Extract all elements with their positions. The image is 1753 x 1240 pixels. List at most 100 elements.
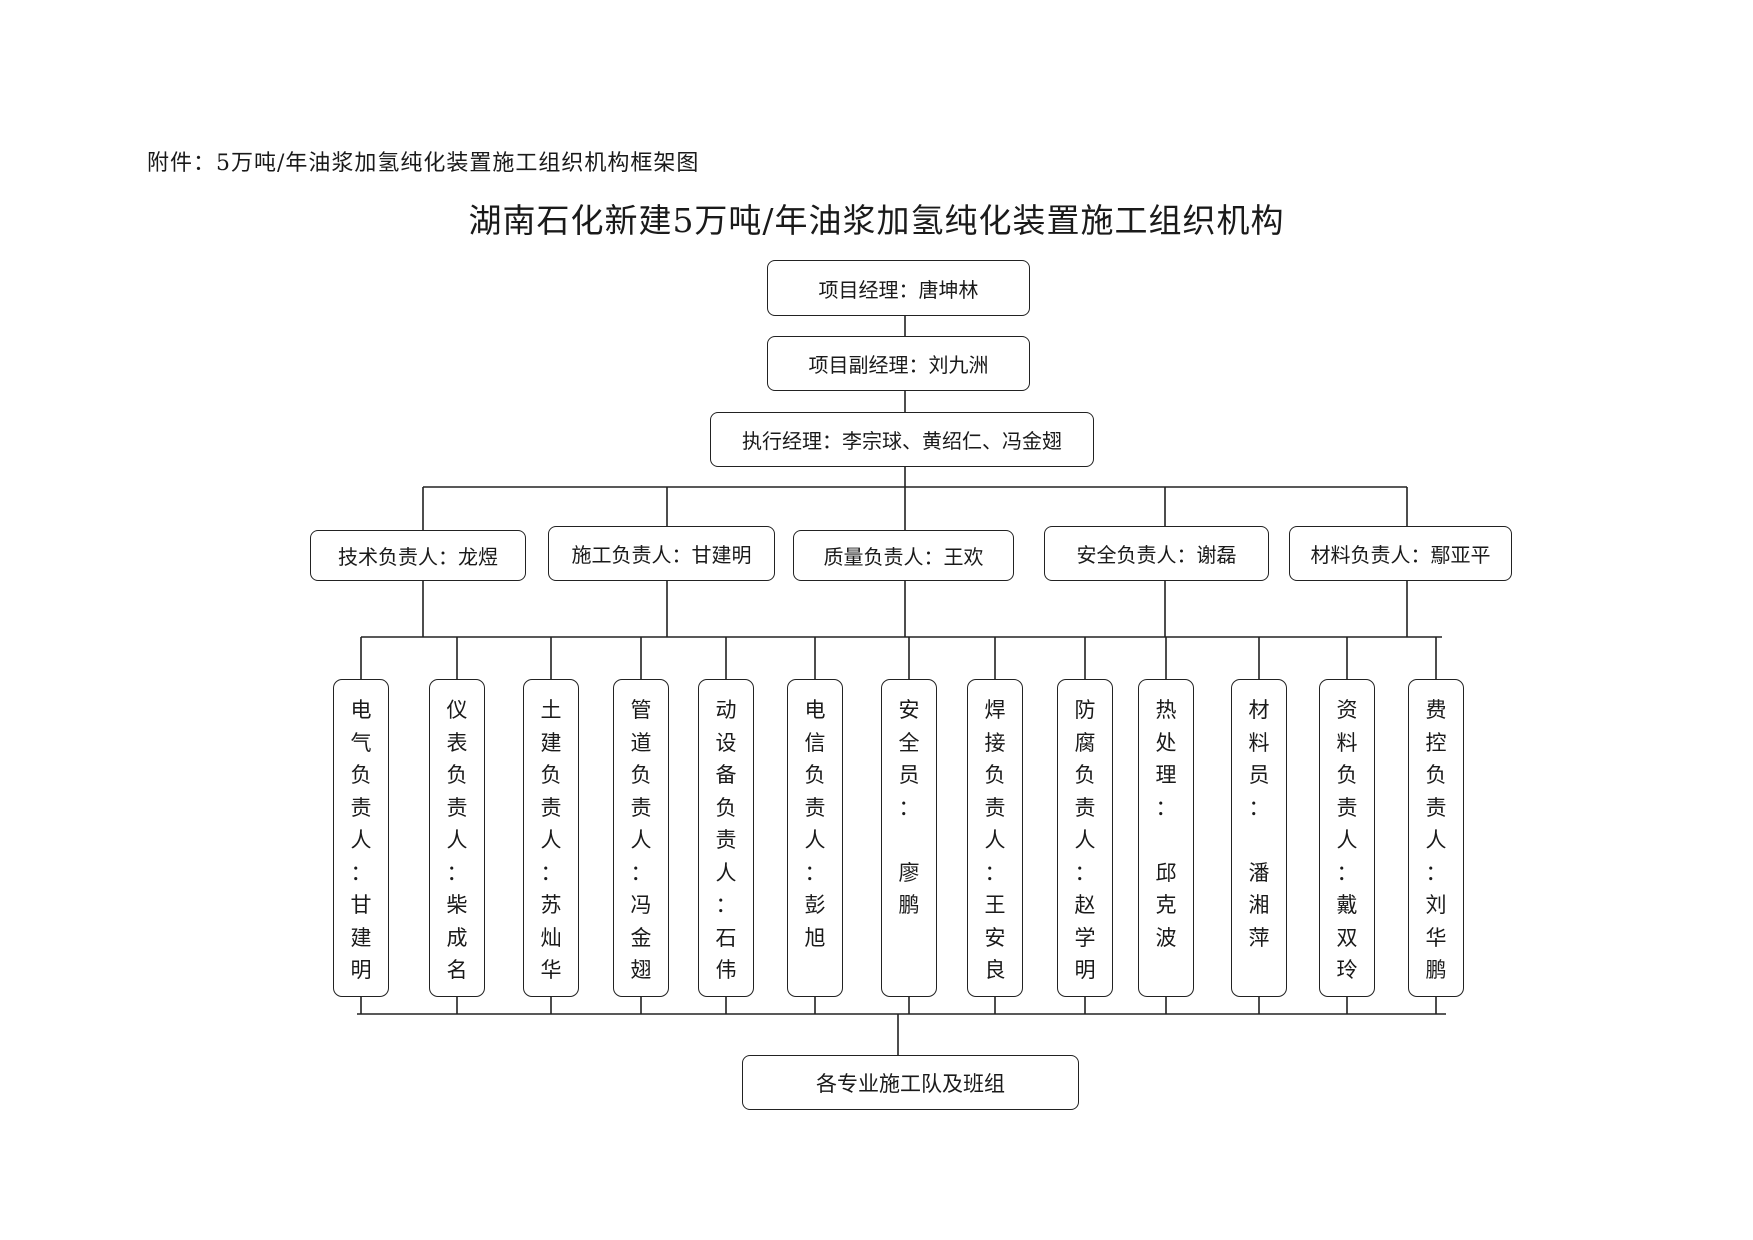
staff-char: 责 bbox=[350, 795, 372, 820]
staff-char: 表 bbox=[446, 730, 468, 755]
staff-char: 克 bbox=[1155, 893, 1177, 917]
staff-char: 柴 bbox=[446, 893, 468, 917]
staff-char: ： bbox=[350, 860, 372, 885]
staff-char: 赵 bbox=[1074, 893, 1096, 917]
staff-char: 负 bbox=[1336, 763, 1358, 787]
staff-char: 负 bbox=[630, 763, 652, 787]
staff-char: 员 bbox=[1248, 763, 1270, 787]
staff-char: 人 bbox=[446, 828, 468, 852]
staff-char: 刘 bbox=[1425, 893, 1447, 917]
staff-char: 负 bbox=[1074, 763, 1096, 787]
staff-char: 人 bbox=[984, 828, 1006, 852]
staff-char: 灿 bbox=[540, 925, 562, 950]
staff-char: 责 bbox=[984, 795, 1006, 820]
staff-box-safety-officer: 安全员：廖鹏 bbox=[881, 679, 937, 997]
construction-teams-box: 各专业施工队及班组 bbox=[742, 1055, 1079, 1110]
staff-char: 腐 bbox=[1074, 730, 1096, 755]
staff-char: 员 bbox=[898, 763, 920, 787]
staff-char: 华 bbox=[540, 958, 562, 982]
staff-box-documents: 资料负责人：戴双玲 bbox=[1319, 679, 1375, 997]
staff-char: ： bbox=[984, 860, 1006, 885]
staff-char: 波 bbox=[1155, 925, 1177, 950]
staff-char: 资 bbox=[1336, 698, 1358, 722]
staff-char: 控 bbox=[1425, 730, 1447, 755]
staff-char: 潘 bbox=[1248, 860, 1270, 885]
staff-char: 材 bbox=[1248, 698, 1270, 722]
staff-char: 备 bbox=[715, 763, 737, 787]
staff-char: 电 bbox=[350, 698, 372, 722]
staff-char: 湘 bbox=[1248, 893, 1270, 917]
staff-char: 甘 bbox=[350, 893, 372, 917]
staff-char: 责 bbox=[446, 795, 468, 820]
staff-char: 动 bbox=[715, 698, 737, 722]
staff-char: ： bbox=[1425, 860, 1447, 885]
staff-char: ： bbox=[540, 860, 562, 885]
staff-char: ： bbox=[898, 795, 920, 820]
staff-box-rotating-equipment: 动设备负责人：石伟 bbox=[698, 679, 754, 997]
staff-char: 名 bbox=[446, 958, 468, 982]
staff-char: 焊 bbox=[984, 698, 1006, 722]
staff-char: 土 bbox=[540, 698, 562, 722]
staff-char: 廖 bbox=[898, 860, 920, 885]
staff-char: 责 bbox=[540, 795, 562, 820]
staff-char: 明 bbox=[1074, 958, 1096, 982]
staff-char: 责 bbox=[804, 795, 826, 820]
staff-char: 全 bbox=[898, 730, 920, 755]
staff-char: ： bbox=[804, 860, 826, 885]
staff-char: 华 bbox=[1425, 925, 1447, 950]
staff-char: 仪 bbox=[446, 698, 468, 722]
staff-char: 鹏 bbox=[898, 893, 920, 917]
staff-char: 人 bbox=[630, 828, 652, 852]
staff-char: ： bbox=[715, 893, 737, 917]
material-lead-box: 材料负责人：鄢亚平 bbox=[1289, 526, 1512, 581]
staff-char: 建 bbox=[540, 730, 562, 755]
staff-char: ： bbox=[630, 860, 652, 885]
staff-char: 旭 bbox=[804, 925, 826, 950]
project-manager-box: 项目经理：唐坤林 bbox=[767, 260, 1030, 316]
staff-char: 彭 bbox=[804, 893, 826, 917]
staff-char: 接 bbox=[984, 730, 1006, 755]
staff-char: 信 bbox=[804, 730, 826, 755]
staff-box-telecom: 电信负责人：彭旭 bbox=[787, 679, 843, 997]
staff-char: 邱 bbox=[1155, 860, 1177, 885]
staff-char: 设 bbox=[715, 730, 737, 755]
staff-char: 负 bbox=[540, 763, 562, 787]
staff-char: 成 bbox=[446, 925, 468, 950]
staff-char: 负 bbox=[804, 763, 826, 787]
staff-char: ： bbox=[1074, 860, 1096, 885]
staff-char: 冯 bbox=[630, 893, 652, 917]
chart-title: 湖南石化新建5万吨/年油浆加氢纯化装置施工组织机构 bbox=[468, 201, 1285, 240]
staff-box-electrical: 电气负责人：甘建明 bbox=[333, 679, 389, 997]
staff-box-material-clerk: 材料员：潘湘萍 bbox=[1231, 679, 1287, 997]
staff-char: 电 bbox=[804, 698, 826, 722]
staff-char: 人 bbox=[350, 828, 372, 852]
staff-char: 责 bbox=[1425, 795, 1447, 820]
staff-char: ： bbox=[1155, 795, 1177, 820]
staff-char: 安 bbox=[984, 925, 1006, 950]
staff-char: 双 bbox=[1336, 925, 1358, 950]
staff-char: 料 bbox=[1248, 730, 1270, 755]
staff-char: 人 bbox=[1425, 828, 1447, 852]
staff-char: 明 bbox=[350, 958, 372, 982]
staff-char: 负 bbox=[446, 763, 468, 787]
staff-char: 道 bbox=[630, 730, 652, 755]
staff-char: 理 bbox=[1155, 763, 1177, 787]
staff-char: 人 bbox=[1074, 828, 1096, 852]
staff-char: 翅 bbox=[630, 958, 652, 982]
technical-lead-box: 技术负责人：龙煜 bbox=[310, 530, 526, 581]
staff-char: 管 bbox=[630, 698, 652, 722]
staff-char: 责 bbox=[715, 828, 737, 852]
staff-char bbox=[882, 824, 936, 856]
attachment-caption: 附件：5万吨/年油浆加氢纯化装置施工组织机构框架图 bbox=[147, 151, 700, 176]
staff-box-heat-treatment: 热处理：邱克波 bbox=[1138, 679, 1194, 997]
staff-char: 料 bbox=[1336, 730, 1358, 755]
staff-char: 伟 bbox=[715, 958, 737, 982]
staff-char: 防 bbox=[1074, 698, 1096, 722]
staff-char: 人 bbox=[540, 828, 562, 852]
staff-char: 负 bbox=[1425, 763, 1447, 787]
staff-char bbox=[1139, 824, 1193, 856]
staff-char: 责 bbox=[630, 795, 652, 820]
staff-char: 玲 bbox=[1336, 958, 1358, 982]
staff-box-welding: 焊接负责人：王安良 bbox=[967, 679, 1023, 997]
staff-char: ： bbox=[1248, 795, 1270, 820]
